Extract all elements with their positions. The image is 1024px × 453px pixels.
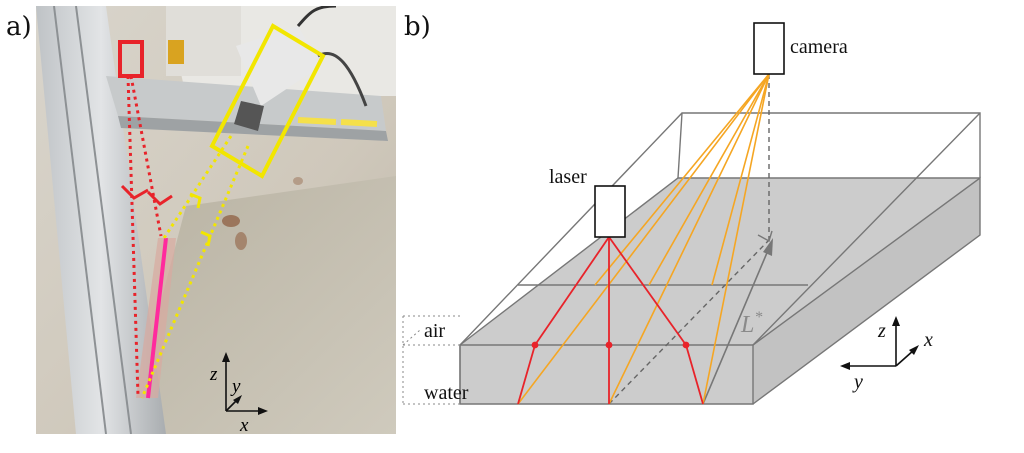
laser-label: laser bbox=[549, 166, 587, 188]
camera-rays bbox=[517, 73, 770, 405]
panel-a-label: a) bbox=[6, 12, 32, 42]
axis-b-y: y bbox=[852, 371, 863, 393]
laser-ray bbox=[129, 75, 163, 237]
camera-cable bbox=[296, 6, 337, 27]
axis-a-x: x bbox=[239, 415, 249, 434]
vertical-rail bbox=[36, 6, 166, 434]
axes-a bbox=[222, 352, 268, 415]
distance-arrowhead bbox=[763, 238, 773, 256]
water-front-face bbox=[460, 345, 753, 404]
camera-box bbox=[753, 22, 785, 75]
axes-b bbox=[840, 316, 919, 370]
slant-dash bbox=[402, 329, 421, 346]
setup-diagram: L* camera laser air water z x y bbox=[402, 22, 981, 405]
stain bbox=[235, 232, 247, 250]
camera-label: camera bbox=[790, 36, 848, 58]
laser-ray bbox=[126, 75, 140, 397]
panel-b-label: b) bbox=[404, 12, 431, 42]
axis-a-y: y bbox=[230, 376, 241, 397]
camera-highlight-box bbox=[209, 23, 326, 179]
camera-arrowhead bbox=[189, 192, 202, 209]
water-surface bbox=[126, 176, 396, 434]
water-label: water bbox=[424, 382, 469, 404]
refraction-point bbox=[605, 341, 613, 349]
stain bbox=[222, 215, 240, 227]
water-side-face bbox=[753, 178, 980, 404]
axis-b-z: z bbox=[877, 320, 886, 342]
rail-groove bbox=[53, 6, 107, 434]
camera-lens bbox=[234, 101, 264, 131]
distance-arrow bbox=[702, 247, 770, 405]
laser-sheet-line bbox=[146, 237, 168, 399]
air-label: air bbox=[424, 320, 445, 342]
stain bbox=[293, 177, 303, 185]
laser-box bbox=[594, 185, 626, 238]
axis-b-x: x bbox=[923, 329, 933, 351]
laser-baseline bbox=[608, 239, 770, 405]
rail-groove bbox=[75, 6, 132, 434]
laser-arrowhead bbox=[120, 184, 149, 200]
camera-arrowhead bbox=[200, 230, 212, 247]
laser-arrowhead bbox=[146, 190, 173, 206]
warning-label bbox=[168, 40, 184, 64]
refraction-point bbox=[531, 341, 539, 349]
experiment-photo: z y x bbox=[36, 6, 396, 434]
water-top-face bbox=[460, 178, 980, 345]
axis-a-z: z bbox=[209, 364, 218, 385]
laser-rays bbox=[517, 236, 704, 405]
camera-body bbox=[236, 26, 321, 106]
distance-marker bbox=[757, 230, 773, 243]
distance-label: L* bbox=[740, 309, 762, 338]
beam-tag bbox=[340, 119, 378, 127]
refraction-point bbox=[682, 341, 690, 349]
beam-tag bbox=[297, 117, 337, 125]
